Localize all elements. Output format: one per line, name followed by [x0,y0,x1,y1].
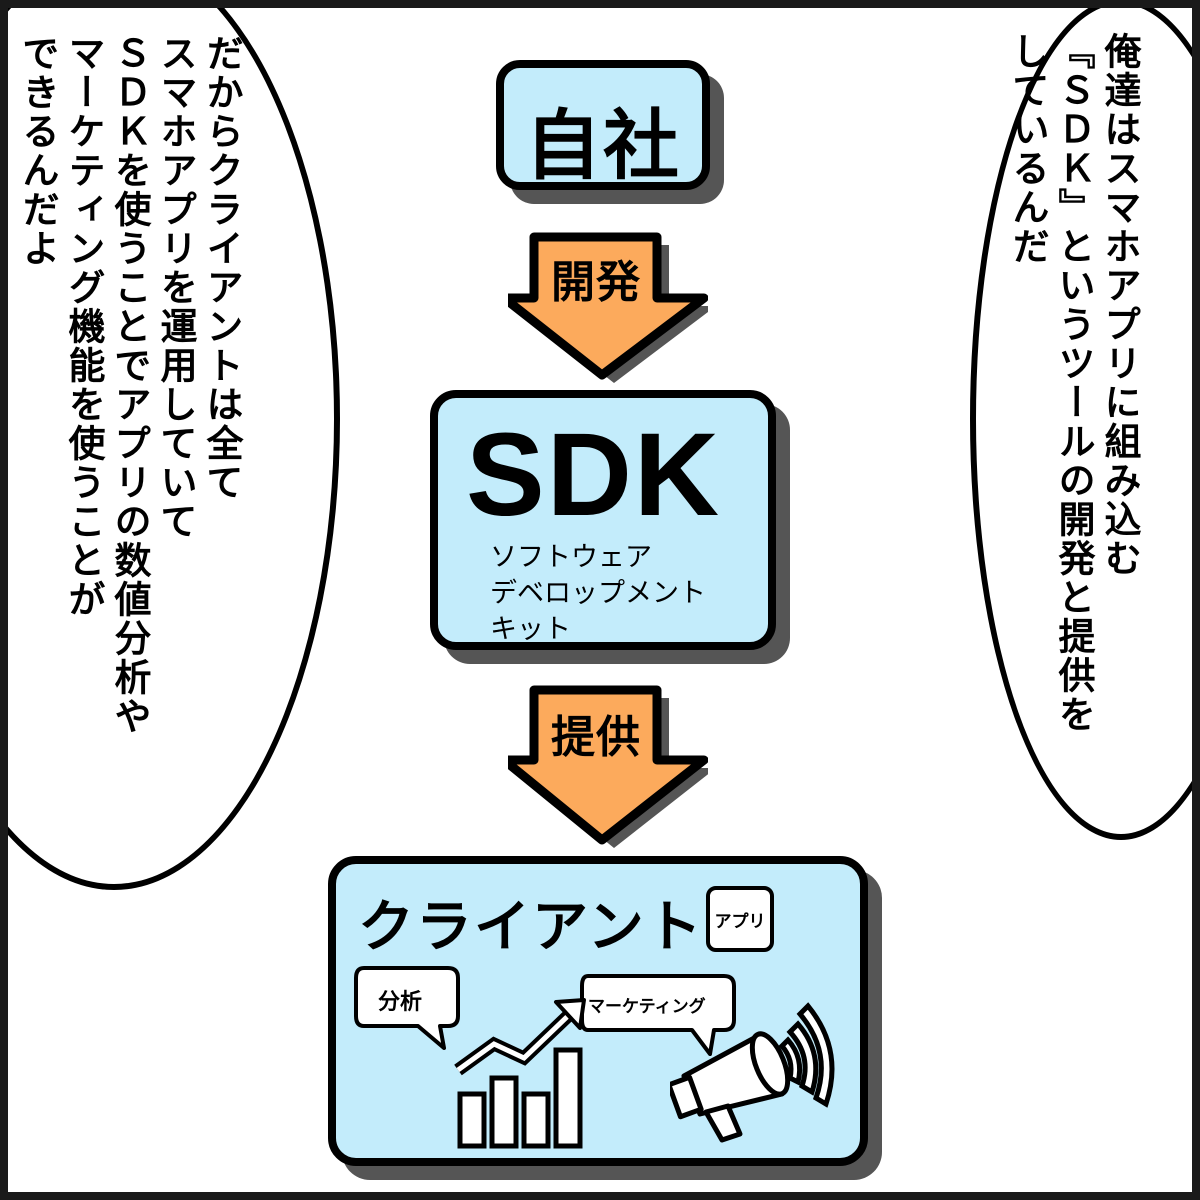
analysis-label: 分析 [378,990,423,1015]
left-speech-bubble [8,8,340,890]
sdk-subtitle: ソフトウェア デベロップメント キット [490,542,706,645]
company-box: 自社 [496,60,710,190]
client-box: クライアント アプリ 分析 マーケティング [328,856,868,1166]
sdk-box: SDK ソフトウェア デベロップメント キット [430,390,776,650]
left-bubble-text: だからクライアントは全て スマホアプリを運用していて ＳＤＫを使うことでアプリの… [16,34,243,736]
sound-waves-icon [778,1002,835,1108]
marketing-label: マーケティング [588,997,706,1017]
company-label: 自社 [525,101,681,190]
right-bubble-text: 俺達はスマホアプリに組み込む 『ＳＤＫ』というツールの開発と提供を しているんだ [1006,32,1141,734]
bar-chart-icon [454,998,586,1149]
client-label: クライアント [358,895,704,960]
marketing-speech-bubble [580,974,736,1056]
analysis-speech-bubble [354,966,460,1050]
arrow-provide-label: 提供 [551,712,641,763]
sdk-title: SDK [466,409,722,541]
arrow-develop [508,232,708,383]
app-tag: アプリ [706,886,774,952]
trend-arrow-icon [454,998,586,1076]
arrow-provide [508,685,708,848]
comic-panel: だからクライアントは全て スマホアプリを運用していて ＳＤＫを使うことでアプリの… [8,8,1192,1192]
megaphone-icon [670,1002,835,1143]
arrow-develop-label: 開発 [551,257,641,308]
